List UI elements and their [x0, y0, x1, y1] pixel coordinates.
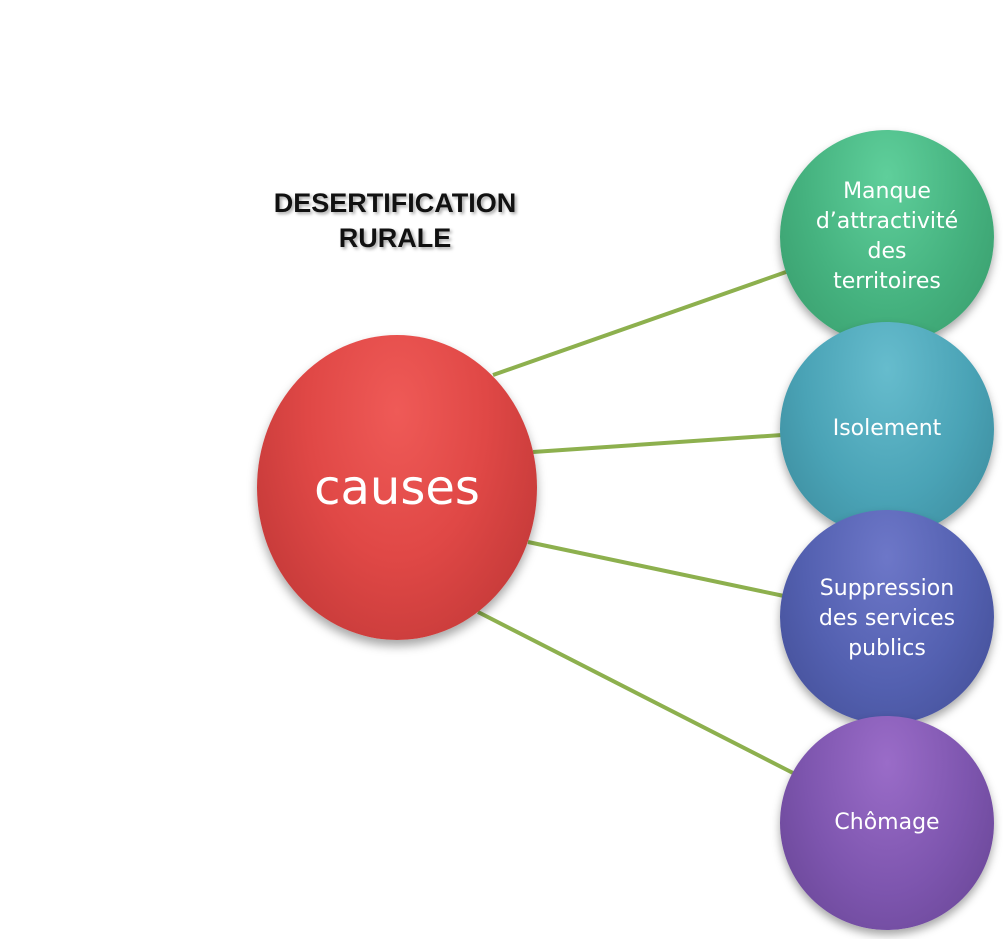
- connector-line-2: [532, 433, 783, 454]
- label-line: d’attractivité: [815, 209, 959, 234]
- center-node-label: causes: [314, 459, 480, 516]
- label-line: Isolement: [832, 416, 942, 441]
- cause-node-label: Chômage: [834, 808, 939, 838]
- center-node-causes: causes: [257, 335, 537, 640]
- label-line: Suppression: [819, 576, 955, 601]
- cause-node-services-publics: Suppression des services publics: [780, 510, 994, 724]
- cause-node-isolement: Isolement: [780, 322, 994, 536]
- label-line: publics: [848, 636, 926, 661]
- cause-node-label: Suppression des services publics: [819, 574, 955, 664]
- cause-node-label: Isolement: [833, 414, 942, 444]
- connector-line-1: [492, 270, 787, 377]
- label-line: territoires: [833, 269, 941, 294]
- label-line: Manque: [843, 179, 931, 204]
- connector-line-4: [477, 610, 794, 775]
- cause-node-attractivite: Manque d’attractivité des territoires: [780, 130, 994, 344]
- connector-line-3: [527, 540, 785, 598]
- label-line: des: [867, 239, 907, 264]
- cause-node-label: Manque d’attractivité des territoires: [816, 177, 958, 297]
- cause-node-chomage: Chômage: [780, 716, 994, 930]
- title-line-2: RURALE: [338, 223, 452, 253]
- title-line-1: DESERTIFICATION: [273, 188, 517, 218]
- label-line: des services: [818, 606, 956, 631]
- diagram-title: DESERTIFICATION RURALE: [250, 186, 540, 256]
- label-line: Chômage: [834, 810, 940, 835]
